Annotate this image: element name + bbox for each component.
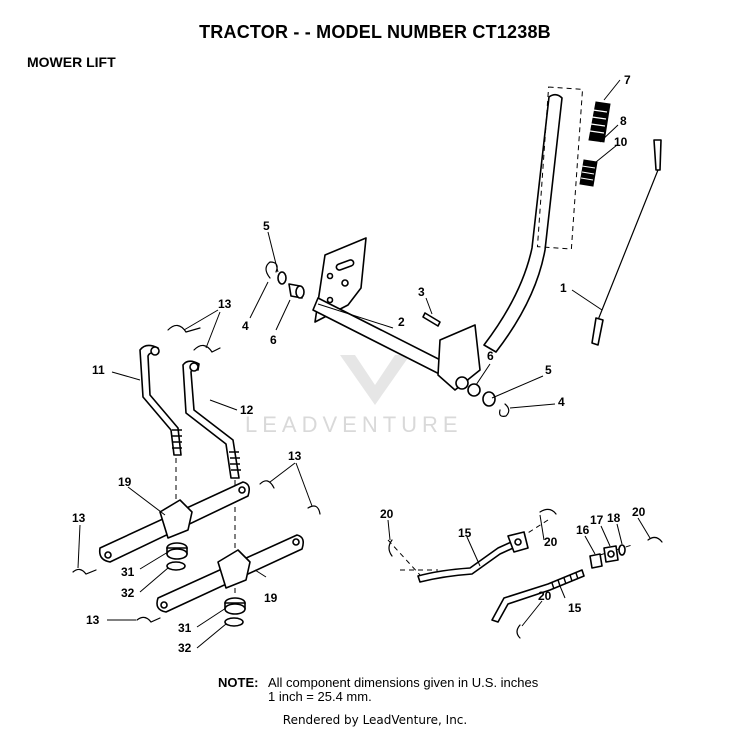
- callout-numbers: 7 8 10 1 2 3 5 4 6 6 5 4 13 11 12 19 13 …: [72, 73, 646, 655]
- callout-19-lower: 19: [264, 591, 278, 605]
- lift-lever: [483, 86, 584, 353]
- callout-12: 12: [240, 403, 254, 417]
- footer-credit: Rendered by LeadVenture, Inc.: [282, 713, 468, 727]
- lift-link-left: [139, 344, 182, 456]
- note-label: NOTE:: [218, 675, 259, 690]
- hairpin-clips-rod: [388, 508, 663, 639]
- cross-shaft: [312, 297, 481, 391]
- callout-13-top: 13: [218, 297, 232, 311]
- callout-32-upper: 32: [121, 586, 135, 600]
- right-hardware: [467, 383, 510, 417]
- callout-17: 17: [590, 513, 604, 527]
- spacer-lower: [224, 597, 246, 627]
- lift-rod: [591, 139, 662, 346]
- callout-20-right: 20: [632, 505, 646, 519]
- watermark-logo: LEADVENTURE: [245, 355, 463, 437]
- lift-arm-upper: [98, 481, 250, 563]
- spacer-upper: [166, 542, 188, 571]
- lift-rod-upper: [417, 531, 529, 583]
- callout-20-lower: 20: [538, 589, 552, 603]
- leader-lines: [77, 79, 651, 649]
- note-line-1: All component dimensions given in U.S. i…: [268, 675, 539, 690]
- note-line-2: 1 inch = 25.4 mm.: [268, 689, 372, 704]
- callout-20-mid: 20: [544, 535, 558, 549]
- hairpin-clips-top: [167, 324, 221, 353]
- spring: [579, 159, 598, 187]
- callout-13-bottom: 13: [86, 613, 100, 627]
- diagram-title: TRACTOR - - MODEL NUMBER CT1238B: [199, 22, 551, 42]
- callout-6-right: 6: [487, 349, 494, 363]
- callout-6-left: 6: [270, 333, 277, 347]
- callout-20-left: 20: [380, 507, 394, 521]
- callout-1: 1: [560, 281, 567, 295]
- callout-13-left: 13: [72, 511, 86, 525]
- adjustment-hardware: [589, 544, 626, 569]
- callout-2: 2: [398, 315, 405, 329]
- callout-5-right: 5: [545, 363, 552, 377]
- callout-3: 3: [418, 285, 425, 299]
- callout-8: 8: [620, 114, 627, 128]
- callout-32-lower: 32: [178, 641, 192, 655]
- lift-rod-lower: [491, 569, 585, 623]
- callout-19-upper: 19: [118, 475, 132, 489]
- callout-15-upper: 15: [458, 526, 472, 540]
- callout-13-right: 13: [288, 449, 302, 463]
- callout-31-upper: 31: [121, 565, 135, 579]
- lift-link-right: [182, 360, 241, 479]
- callout-5-left: 5: [263, 219, 270, 233]
- left-hardware: [265, 261, 305, 299]
- hairpin-clips-arm: [72, 480, 321, 623]
- lift-arm-lower: [156, 534, 304, 613]
- section-title: MOWER LIFT: [27, 54, 116, 70]
- callout-10: 10: [614, 135, 628, 149]
- callout-7: 7: [624, 73, 631, 87]
- callout-4-right: 4: [558, 395, 565, 409]
- pin: [422, 312, 441, 327]
- note-block: NOTE: All component dimensions given in U…: [218, 676, 538, 704]
- watermark-text: LEADVENTURE: [245, 412, 463, 437]
- callout-4-left: 4: [242, 319, 249, 333]
- callout-11: 11: [92, 363, 105, 377]
- handle-grip: [588, 101, 611, 143]
- callout-16: 16: [576, 523, 590, 537]
- callout-15-lower: 15: [568, 601, 582, 615]
- callout-31-lower: 31: [178, 621, 192, 635]
- callout-18: 18: [607, 511, 621, 525]
